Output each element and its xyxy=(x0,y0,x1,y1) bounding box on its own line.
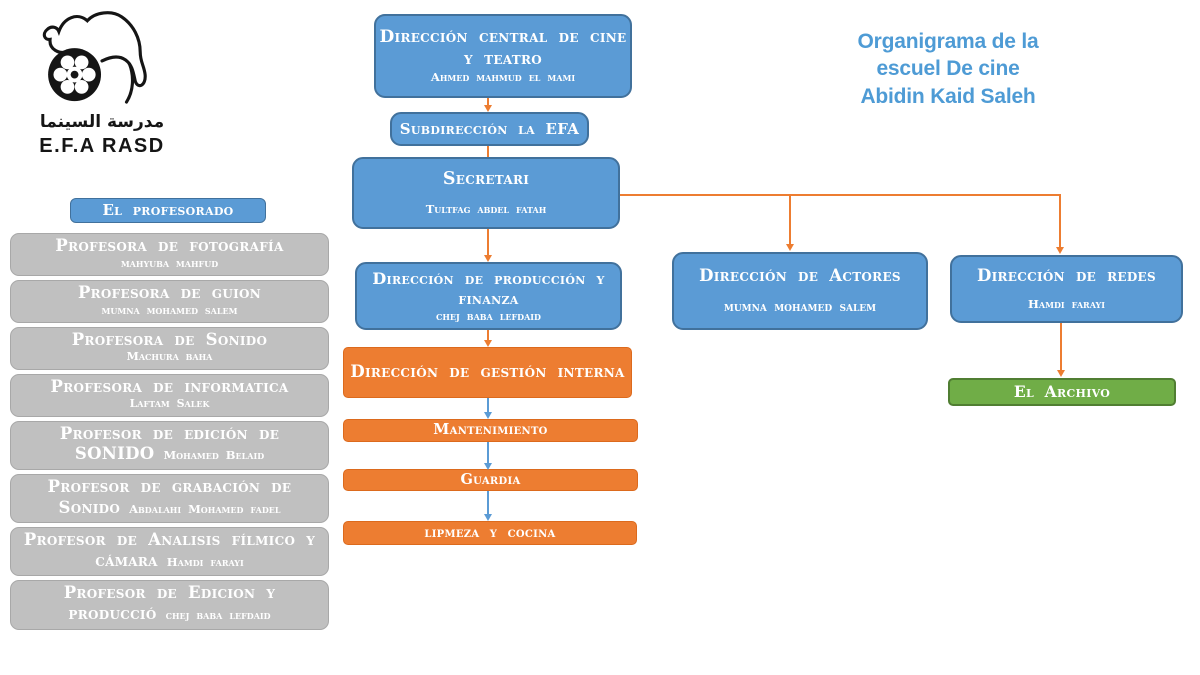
profesorado-header: El profesorado xyxy=(70,198,266,223)
connector-central-to-subdireccion xyxy=(487,98,489,106)
professor-name: Laftam Salek xyxy=(129,397,210,411)
node-person-name: Tultfag abdel fatah xyxy=(425,201,547,216)
arrowhead-produccion-to-gestion xyxy=(483,340,492,347)
professor-title: Profesor de edición de SONIDO xyxy=(59,423,280,464)
professor-name: Machura baha xyxy=(126,350,213,364)
arrowhead-branch-to-actores xyxy=(785,244,794,251)
node-secretari: Secretari Tultfag abdel fatah xyxy=(352,157,620,229)
node-mantenimiento: Mantenimiento xyxy=(343,419,638,442)
node-subdireccion-efa: Subdirección la EFA xyxy=(390,112,589,146)
page-title: Organigrama de la escuel De cine Abidin … xyxy=(826,28,1070,110)
professor-name: Mohamed Belaid xyxy=(163,448,265,463)
node-guardia: Guardia xyxy=(343,469,638,491)
page-title-line-3: Abidin Kaid Saleh xyxy=(860,84,1036,108)
professor-name: mumna mohamed salem xyxy=(101,303,238,317)
page-title-line-2: escuel De cine xyxy=(876,57,1020,81)
logo-arabic-text: مدرسة السينما xyxy=(39,112,165,132)
connector-produccion-to-gestion xyxy=(487,330,489,340)
arrowhead-branch-to-redes xyxy=(1055,247,1064,254)
node-title: Guardia xyxy=(460,470,521,488)
arrowhead-mantenimiento-to-guardia xyxy=(483,463,492,470)
node-person-name: chej baba lefdaid xyxy=(436,308,541,323)
connector-secretari-to-produccion xyxy=(487,229,489,255)
arrowhead-guardia-to-limpieza xyxy=(483,514,492,521)
connector-branch-to-redes xyxy=(1059,194,1061,247)
node-gestion-interna: Dirección de gestión interna xyxy=(343,347,632,398)
connector-guardia-to-limpieza xyxy=(487,491,489,514)
camel-film-reel-icon xyxy=(42,11,147,104)
node-title: Mantenimiento xyxy=(433,421,548,439)
school-logo: مدرسة السينما E.F.A RASD xyxy=(22,8,182,158)
professor-title: Profesora de informatica xyxy=(50,376,289,396)
connector-secretari-branch-horizontal xyxy=(620,194,1061,196)
connector-mantenimiento-to-guardia xyxy=(487,442,489,463)
arrowhead-redes-to-archivo xyxy=(1056,370,1065,377)
node-title: Dirección de gestión interna xyxy=(350,362,625,382)
node-title: Dirección de Actores xyxy=(699,266,901,286)
professor-name: Hamdi farayi xyxy=(166,554,244,569)
node-title: El Archivo xyxy=(1013,382,1111,402)
page-title-line-1: Organigrama de la xyxy=(857,30,1039,53)
connector-branch-to-actores xyxy=(789,194,791,244)
node-title: Dirección central de cine y teatro xyxy=(379,27,627,69)
professor-title: Profesor de grabación de Sonido xyxy=(47,476,292,517)
arrowhead-central-to-subdireccion xyxy=(483,105,492,112)
professor-title: Profesor de Analisis fílmico y cámara xyxy=(23,530,316,570)
arrowhead-secretari-to-produccion xyxy=(483,255,492,262)
node-title: Subdirección la EFA xyxy=(399,119,580,138)
node-title: Dirección de redes xyxy=(977,266,1156,286)
node-person-name: Hamdi farayi xyxy=(1028,296,1105,311)
node-person-name: Ahmed mahmud el mami xyxy=(430,69,576,84)
node-title: Dirección de producción y finanza xyxy=(372,268,605,308)
node-title: lipmeza y cocina xyxy=(424,523,556,541)
node-direccion-central: Dirección central de cine y teatro Ahmed… xyxy=(374,14,632,98)
connector-gestion-to-mantenimiento xyxy=(487,398,489,412)
arrowhead-gestion-to-mantenimiento xyxy=(483,412,492,419)
professor-name: chej baba lefdaid xyxy=(165,608,271,623)
professor-title: Profesora de guion xyxy=(77,282,262,302)
professor-name: Abdalahi Mohamed fadel xyxy=(129,501,281,516)
node-direccion-produccion-finanza: Dirección de producción y finanza chej b… xyxy=(355,262,622,330)
node-person-name: mumna mohamed salem xyxy=(723,299,877,315)
connector-redes-to-archivo xyxy=(1060,323,1062,370)
profesorado-header-label: El profesorado xyxy=(102,201,234,220)
node-limpieza-cocina: lipmeza y cocina xyxy=(343,521,637,545)
node-el-archivo: El Archivo xyxy=(948,378,1176,406)
professor-title: Profesor de Edicion y producció xyxy=(63,583,276,624)
connector-subdireccion-to-secretari xyxy=(487,146,489,157)
professor-title: Profesora de Sonido xyxy=(71,329,268,349)
node-direccion-actores: Dirección de Actores mumna mohamed salem xyxy=(672,252,928,330)
node-direccion-redes: Dirección de redes Hamdi farayi xyxy=(950,255,1183,323)
logo-org-abbreviation: E.F.A RASD xyxy=(39,135,165,157)
node-title: Secretari xyxy=(442,169,530,190)
professor-title: Profesora de fotografía xyxy=(55,236,284,255)
professor-name: mahyuba mahfud xyxy=(120,256,219,270)
